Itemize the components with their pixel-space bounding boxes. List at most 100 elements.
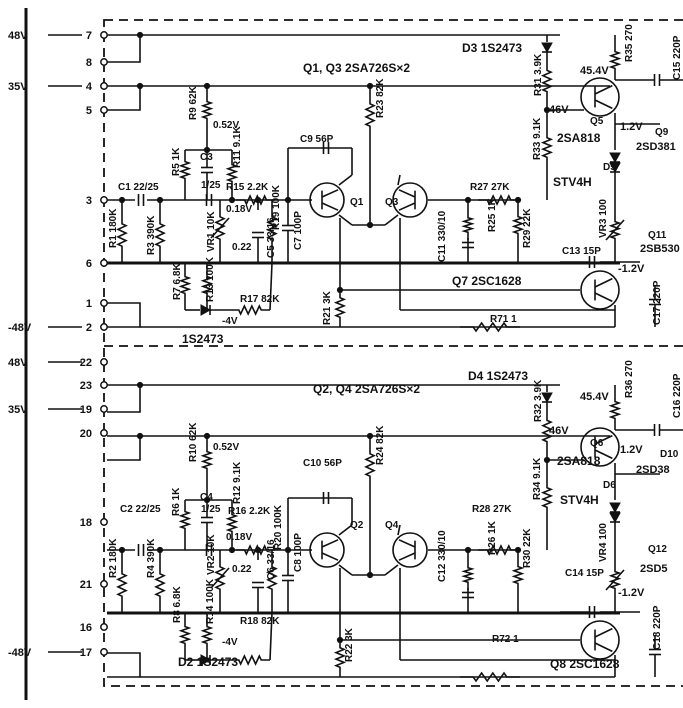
wire	[384, 214, 399, 226]
component-label: R33 9.1K	[532, 117, 543, 160]
component-label: 2SD5	[640, 563, 668, 575]
terminal-pin-number: 8	[86, 57, 92, 69]
component-label: R5 1K	[171, 147, 182, 176]
component-label: Q11	[648, 230, 667, 241]
resistor-symbol	[541, 62, 553, 100]
component-label: R15 2.2K	[226, 182, 269, 193]
terminal-pin	[100, 429, 108, 437]
component-label: R30 22K	[522, 528, 533, 568]
terminal-pin	[100, 623, 108, 631]
component-label: C10 56P	[303, 458, 342, 469]
component-label: R72 1	[492, 634, 519, 645]
component-label: 0.22	[232, 242, 252, 253]
resistor-symbol	[478, 194, 520, 206]
terminal-pin-number: 22	[80, 357, 92, 369]
transistor-symbol	[594, 277, 613, 288]
wire	[338, 564, 353, 576]
component-label: R12 9.1K	[232, 461, 243, 504]
diode-symbol	[609, 512, 621, 524]
terminal-pin	[100, 58, 108, 66]
component-label: 1/25	[201, 180, 221, 191]
component-label: 1/25	[201, 504, 221, 515]
wire	[107, 302, 141, 328]
component-label: C5 33/16	[266, 217, 277, 258]
resistor-symbol	[511, 210, 525, 240]
resistor-symbol	[461, 562, 475, 588]
transistor-symbol	[309, 532, 345, 568]
wire	[338, 214, 353, 226]
component-label: R18 82K	[240, 616, 280, 627]
resistor-symbol	[540, 130, 554, 165]
component-label: Q2	[350, 520, 364, 531]
wire	[107, 435, 141, 461]
component-label: R16 2.2K	[228, 506, 271, 517]
rail-voltage-label: -48V	[8, 647, 32, 659]
junction-dot	[136, 381, 144, 389]
transistor-symbol	[580, 270, 620, 310]
component-label: R36 270	[624, 360, 635, 398]
resistor-symbol	[200, 95, 214, 125]
component-label: D6	[603, 480, 616, 491]
component-label: STV4H	[553, 175, 592, 189]
terminal-pin	[100, 299, 108, 307]
transistor-symbol	[594, 292, 613, 303]
component-label: R29 22K	[522, 208, 533, 248]
component-label: D5	[603, 162, 616, 173]
terminal-pin-number: 20	[80, 428, 92, 440]
terminal-pin	[100, 31, 108, 39]
component-label: VR1 10K	[206, 211, 217, 252]
component-label: C7 100P	[293, 211, 304, 250]
component-label: R11 9.1K	[232, 126, 243, 168]
diode-symbol	[541, 42, 553, 54]
component-label: R71 1	[490, 314, 517, 325]
resistor-symbol	[608, 395, 622, 425]
transistor-symbol	[594, 627, 613, 638]
diode-symbol	[609, 502, 621, 514]
component-label: R25 1K	[487, 197, 498, 232]
terminal-pin	[100, 518, 108, 526]
component-label: R13 100K	[205, 256, 216, 302]
resistor-symbol	[266, 208, 278, 248]
component-label: Q1	[350, 197, 364, 208]
junction-dot	[136, 82, 144, 90]
component-label: 1S2473	[182, 332, 224, 346]
wire	[107, 85, 141, 111]
rail-voltage-label: 48V	[8, 357, 28, 369]
terminal-pin-number: 19	[80, 404, 92, 416]
component-label: D4 1S2473	[468, 369, 528, 383]
wire	[338, 174, 353, 186]
component-label: -1.2V	[618, 587, 645, 599]
potentiometer-symbol	[605, 219, 625, 241]
component-label: Q1, Q3 2SA726S×2	[303, 61, 410, 75]
terminal-pin	[100, 580, 108, 588]
component-label: Q8 2SC1628	[550, 657, 620, 671]
junction-dot	[228, 546, 236, 554]
component-label: 45.4V	[580, 391, 609, 403]
transistor-symbol	[321, 552, 339, 561]
terminal-pin	[100, 259, 108, 267]
component-label: D10	[660, 449, 679, 460]
junction-dot	[228, 196, 236, 204]
component-label: R28 27K	[472, 504, 512, 515]
component-label: C11 330/10	[437, 210, 448, 262]
component-label: 0.22	[232, 564, 252, 575]
diode-symbol	[609, 162, 621, 174]
resistor-symbol	[200, 445, 214, 475]
resistor-symbol	[178, 505, 192, 535]
potentiometer-symbol	[605, 569, 625, 591]
component-label: VR4 100	[598, 523, 609, 562]
terminal-pin-number: 6	[86, 258, 92, 270]
rail-voltage-label: 35V	[8, 81, 28, 93]
component-label: C4	[200, 492, 213, 503]
resistor-symbol	[230, 654, 270, 666]
component-label: R3 390K	[146, 215, 157, 255]
component-label: 46V	[549, 104, 569, 116]
resistor-symbol	[608, 45, 622, 75]
component-label: C13 15P	[562, 246, 601, 257]
component-label: 2SB530	[640, 243, 680, 255]
transistor-symbol	[398, 539, 416, 548]
component-label: R35 270	[624, 24, 635, 62]
transistor-symbol	[392, 532, 428, 568]
transistor-symbol	[580, 620, 620, 660]
